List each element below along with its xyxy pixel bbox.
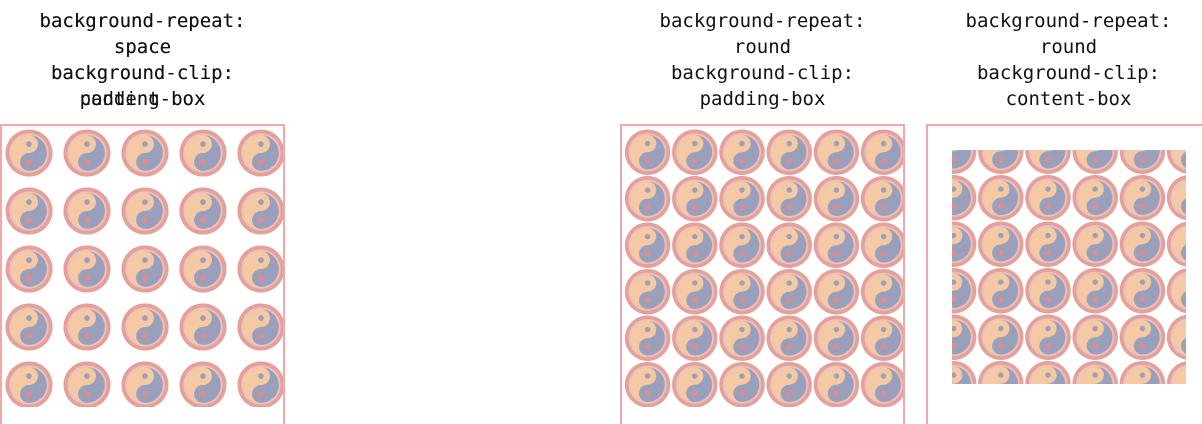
caption-line-value: round <box>1039 36 1098 58</box>
caption-line-property: background-repeat: <box>965 10 1172 32</box>
caption-line-value-2: padding-box <box>79 88 206 110</box>
caption-line-property-2: background-clip: <box>50 62 235 84</box>
demo-space-content-box: background-repeat: space background-clip… <box>0 0 285 424</box>
caption-line-value: round <box>733 36 792 58</box>
caption-line-property: background-repeat: <box>39 10 246 32</box>
caption-line-value-2: content-box <box>1005 88 1132 110</box>
caption-line-property-2: background-clip: <box>50 62 235 84</box>
caption-line-property-2: background-clip: <box>976 62 1161 84</box>
pattern-box <box>926 124 1202 424</box>
caption-line-value-2: content-box <box>79 88 206 110</box>
caption-line-value-2: padding-box <box>699 88 826 110</box>
caption-line-property: background-repeat: <box>39 10 246 32</box>
caption-line-property-2: background-clip: <box>670 62 855 84</box>
pattern-box <box>0 124 285 424</box>
yin-yang-pattern <box>26 150 260 384</box>
yin-yang-pattern <box>624 129 903 407</box>
demo-round-content-box: background-repeat: round background-clip… <box>926 0 1202 424</box>
demo-caption: background-repeat: space background-clip… <box>0 8 285 112</box>
caption-line-value: space <box>113 36 172 58</box>
yin-yang-pattern <box>952 150 1186 384</box>
demo-round-padding-box: background-repeat: round background-clip… <box>620 0 905 424</box>
demo-caption: background-repeat: round background-clip… <box>926 8 1202 112</box>
pattern-box <box>620 124 905 424</box>
caption-line-property: background-repeat: <box>659 10 866 32</box>
demo-caption: background-repeat: space background-clip… <box>0 8 285 112</box>
demo-caption: background-repeat: round background-clip… <box>620 8 905 112</box>
caption-line-value: space <box>113 36 172 58</box>
